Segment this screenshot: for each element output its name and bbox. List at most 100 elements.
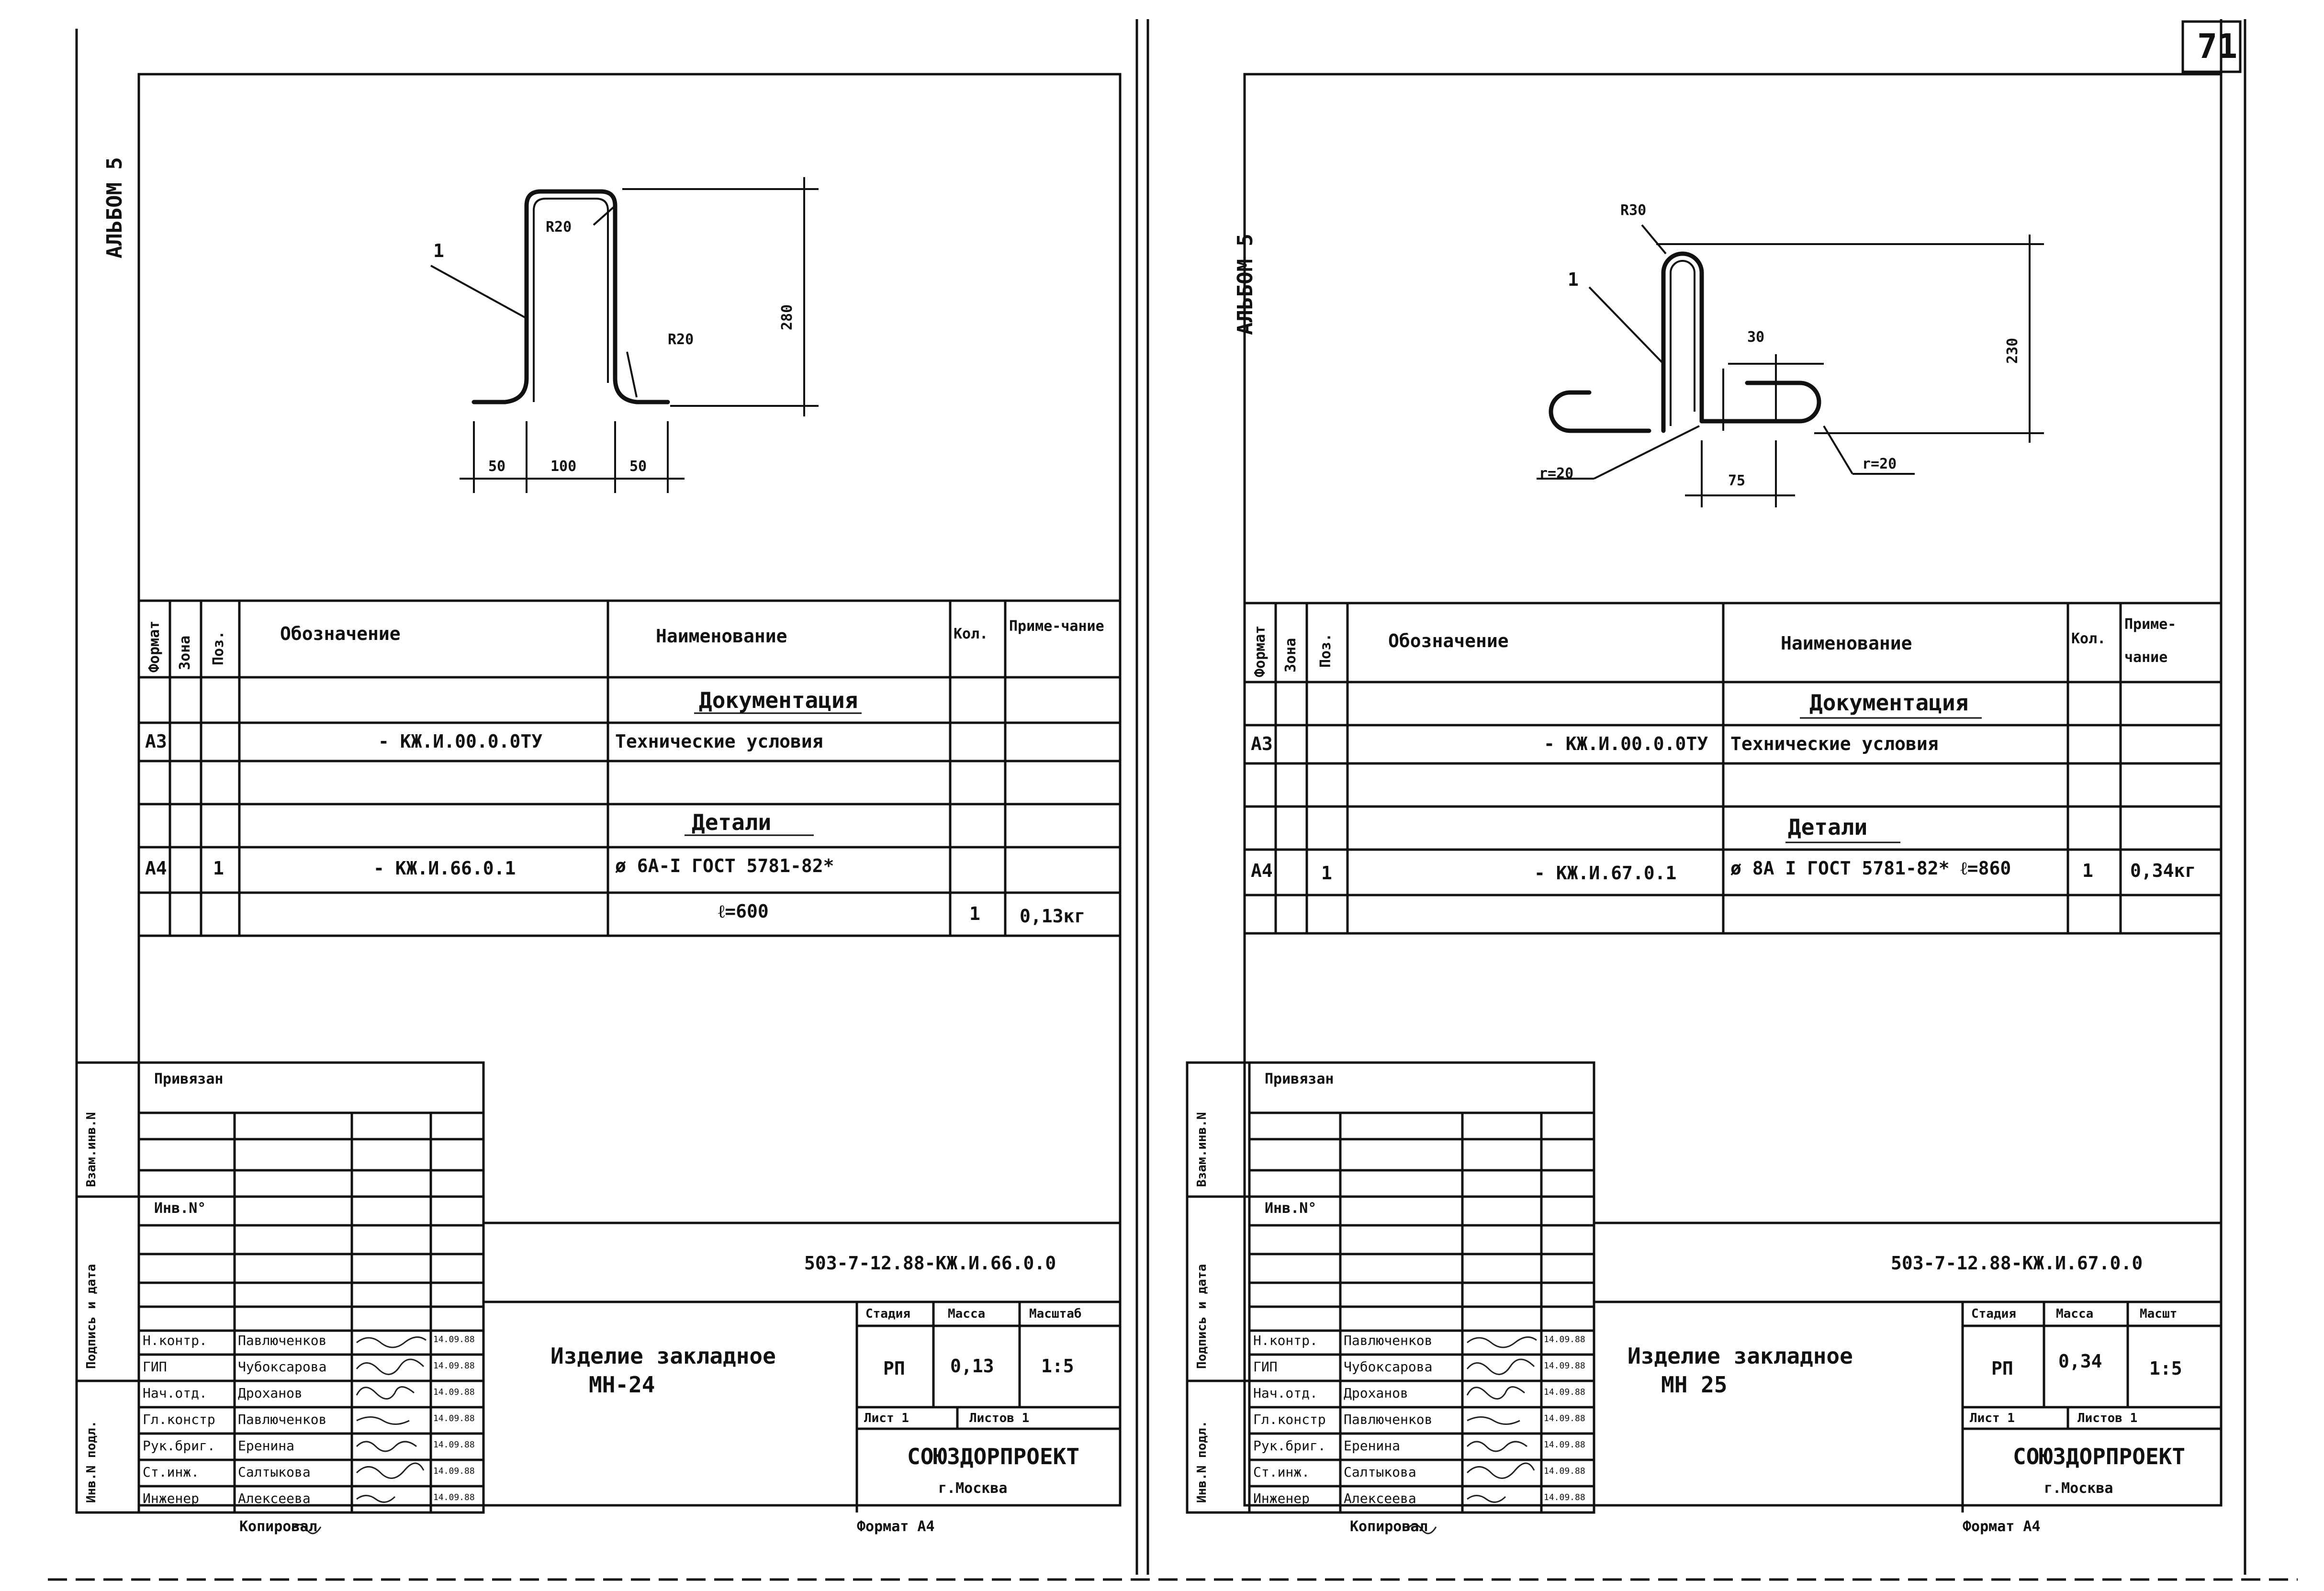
date-3: 14.09.88 [1544,1413,1585,1423]
row-part-pos: 1 [213,858,224,879]
role-1: ГИП [143,1359,167,1375]
stamp-code: 503-7-12.88-КЖ.И.66.0.0 [804,1253,1056,1274]
name-5: Салтыкова [1344,1464,1416,1480]
r-right-label: r=20 [1862,456,1897,472]
role-6: Инженер [1253,1490,1310,1506]
row-part-note: 0,34кг [2130,860,2196,881]
role-1: ГИП [1253,1359,1278,1375]
stamp-title-line2: МН 25 [1661,1372,1728,1398]
stamp-scale: 1:5 [1041,1356,1074,1377]
stamp-title-line1: Изделие закладное [1628,1343,1853,1369]
role-0: Н.контр. [143,1333,207,1348]
position-label: 1 [433,240,444,261]
stamp-mass: 0,13 [950,1356,994,1377]
stamp-sheet: Лист 1 [864,1411,909,1425]
header-qty: Кол. [2071,630,2106,647]
name-6: Алексеева [1344,1490,1416,1506]
role-5: Ст.инж. [1253,1464,1310,1480]
role-6: Инженер [143,1490,200,1506]
stamp-lines [1186,1061,2221,1514]
date-4: 14.09.88 [1544,1440,1585,1450]
width-left-dim: 50 [488,458,506,475]
row-doc-designation: - КЖ.И.00.0.0ТУ [378,731,543,752]
date-1: 14.09.88 [1544,1361,1585,1371]
date-5: 14.09.88 [1544,1466,1585,1476]
role-0: Н.контр. [1253,1333,1318,1348]
name-2: Дроханов [1344,1385,1408,1401]
stamp-format: Формат А4 [1963,1518,2041,1535]
row-part2-name: ℓ=600 [718,901,769,922]
stamp-title-line2: МН-24 [589,1372,655,1398]
section-parts: Детали [1788,814,1868,840]
signatures [291,1336,427,1535]
header-note: Приме-чание [1009,618,1104,635]
date-4: 14.09.88 [433,1440,475,1450]
row-doc-format: А3 [145,731,167,752]
spec-table-lines [1243,602,2223,935]
row-part-qty: 1 [2082,860,2093,881]
date-0: 14.09.88 [1544,1334,1585,1345]
date-6: 14.09.88 [1544,1492,1585,1502]
stamp-city: г.Москва [938,1480,1008,1497]
header-name: Наименование [1781,633,1912,654]
role-2: Нач.отд. [143,1385,207,1401]
row-doc-format: А3 [1251,733,1273,754]
date-5: 14.09.88 [433,1466,475,1476]
stamp-inv-no: Инв.N° [154,1200,206,1217]
stamp-lines [75,1061,1120,1514]
stamp-stage: РП [883,1358,905,1379]
row-doc-designation: - КЖ.И.00.0.0ТУ [1544,733,1708,754]
row-doc-name: Технические условия [1730,733,1939,754]
name-4: Еренина [1344,1438,1401,1454]
stamp-stage-header: Стадия [865,1307,910,1321]
stamp-mass: 0,34 [2058,1351,2102,1372]
date-0: 14.09.88 [433,1334,475,1345]
radius-top-label: R30 [1620,202,1647,219]
date-3: 14.09.88 [433,1413,475,1423]
header-note: Приме-чание [2124,616,2177,666]
header-designation: Обозначение [280,623,401,644]
stamp-copied: Копировал [239,1518,317,1535]
stamp-sheet: Лист 1 [1970,1411,2015,1425]
stamp-code: 503-7-12.88-КЖ.И.67.0.0 [1891,1253,2143,1274]
name-6: Алексеева [238,1490,311,1506]
stamp-mass-header: Масса [2056,1307,2094,1321]
sheet-right: АЛЬБОМ 5 1 R30 230 [1106,0,2324,1591]
stamp-mass-header: Масса [948,1307,986,1321]
date-6: 14.09.88 [433,1492,475,1502]
row-part-designation: - КЖ.И.67.0.1 [1534,863,1677,884]
width-right-dim: 50 [629,458,647,475]
row-part-designation: - КЖ.И.66.0.1 [373,858,516,879]
page-number: 71 [2197,27,2238,66]
stamp-sheets: Листов 1 [2077,1411,2138,1425]
stamp-privyazan: Привязан [1265,1071,1334,1087]
row-part-name: ø 8А I ГОСТ 5781-82* ℓ=860 [1730,858,2011,879]
name-4: Еренина [238,1438,295,1454]
role-2: Нач.отд. [1253,1385,1318,1401]
row-part-pos: 1 [1321,863,1332,884]
role-3: Гл.констр [143,1412,215,1427]
name-5: Салтыкова [238,1464,311,1480]
name-3: Павлюченков [238,1412,327,1427]
stamp-org: СОЮЗДОРПРОЕКТ [907,1444,1080,1469]
stamp-title-line1: Изделие закладное [550,1343,776,1369]
name-3: Павлюченков [1344,1412,1433,1427]
role-5: Ст.инж. [143,1464,200,1480]
stamp-format: Формат А4 [857,1518,935,1535]
stamp-stage-header: Стадия [1971,1307,2016,1321]
row-doc-name: Технические условия [615,731,823,752]
date-2: 14.09.88 [433,1387,475,1397]
row-part-format: А4 [1251,860,1273,881]
name-1: Чубоксарова [238,1359,327,1375]
name-2: Дроханов [238,1385,303,1401]
drawing-mn24 [430,177,819,493]
stamp-copied: Копировал [1350,1518,1428,1535]
name-0: Павлюченков [238,1333,327,1348]
stamp-inv-no: Инв.N° [1265,1200,1317,1217]
section-parts: Детали [692,809,772,835]
name-1: Чубоксарова [1344,1359,1433,1375]
stamp-privyazan: Привязан [154,1071,224,1087]
row-part2-note: 0,13кг [1020,906,1086,927]
position-label: 1 [1568,269,1579,290]
role-3: Гл.констр [1253,1412,1326,1427]
